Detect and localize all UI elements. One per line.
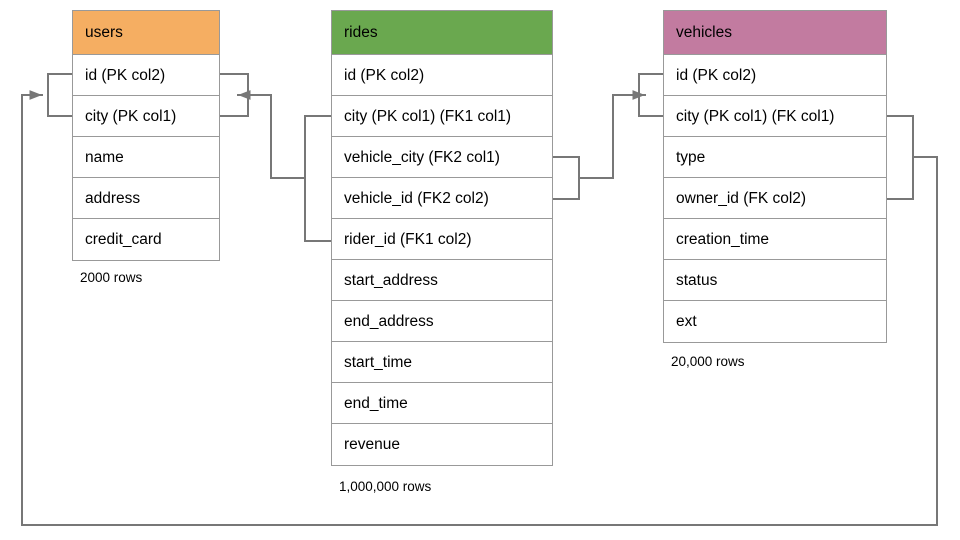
table-vehicles-column-creation-time[interactable]: creation_time xyxy=(664,219,886,260)
table-vehicles-column-ext[interactable]: ext xyxy=(676,313,697,330)
edge-vehicles-fk-users-bracket-vehicles xyxy=(886,115,914,200)
edge-rides-fk1-users-bracket-rides xyxy=(304,115,332,242)
table-users[interactable]: users id (PK col2) city (PK col1) name a… xyxy=(72,10,220,261)
table-vehicles-row-count: 20,000 rows xyxy=(671,354,745,369)
edge-users-right-bracket xyxy=(219,73,249,117)
table-users-column-city[interactable]: city (PK col1) xyxy=(73,96,219,137)
table-rides-column-end-address[interactable]: end_address xyxy=(332,301,552,342)
table-vehicles[interactable]: vehicles id (PK col2) city (PK col1) (FK… xyxy=(663,10,887,343)
table-users-column-id[interactable]: id (PK col2) xyxy=(73,55,219,96)
table-rides-column-revenue[interactable]: revenue xyxy=(344,436,401,453)
table-rides-column-start-time[interactable]: start_time xyxy=(332,342,552,383)
edge-users-left-bracket xyxy=(47,73,73,117)
edge-rides-fk2-vehicles-path xyxy=(578,94,614,179)
table-rides-column-city[interactable]: city (PK col1) (FK1 col1) xyxy=(332,96,552,137)
edge-vehicles-left-bracket xyxy=(638,73,664,117)
table-users-column-credit-card[interactable]: credit_card xyxy=(85,231,162,248)
table-rides[interactable]: rides id (PK col2) city (PK col1) (FK1 c… xyxy=(331,10,553,466)
table-rides-column-rider-id[interactable]: rider_id (FK1 col2) xyxy=(332,219,552,260)
table-vehicles-header: vehicles xyxy=(664,11,886,55)
table-rides-row-count: 1,000,000 rows xyxy=(339,479,432,494)
table-users-row-count: 2000 rows xyxy=(80,270,143,285)
table-rides-column-vehicle-id[interactable]: vehicle_id (FK2 col2) xyxy=(332,178,552,219)
table-vehicles-column-id[interactable]: id (PK col2) xyxy=(664,55,886,96)
table-users-header: users xyxy=(73,11,219,55)
edge-rides-fk2-vehicles-bracket-rides xyxy=(552,156,580,200)
table-users-column-name[interactable]: name xyxy=(73,137,219,178)
table-rides-header: rides xyxy=(332,11,552,55)
table-users-column-address[interactable]: address xyxy=(73,178,219,219)
table-vehicles-column-city[interactable]: city (PK col1) (FK col1) xyxy=(664,96,886,137)
edge-rides-fk1-users-path xyxy=(270,94,306,179)
table-vehicles-column-owner-id[interactable]: owner_id (FK col2) xyxy=(664,178,886,219)
table-rides-column-start-address[interactable]: start_address xyxy=(332,260,552,301)
table-rides-column-id[interactable]: id (PK col2) xyxy=(332,55,552,96)
table-vehicles-column-type[interactable]: type xyxy=(664,137,886,178)
table-rides-column-vehicle-city[interactable]: vehicle_city (FK2 col1) xyxy=(332,137,552,178)
table-vehicles-column-status[interactable]: status xyxy=(664,260,886,301)
table-rides-column-end-time[interactable]: end_time xyxy=(332,383,552,424)
